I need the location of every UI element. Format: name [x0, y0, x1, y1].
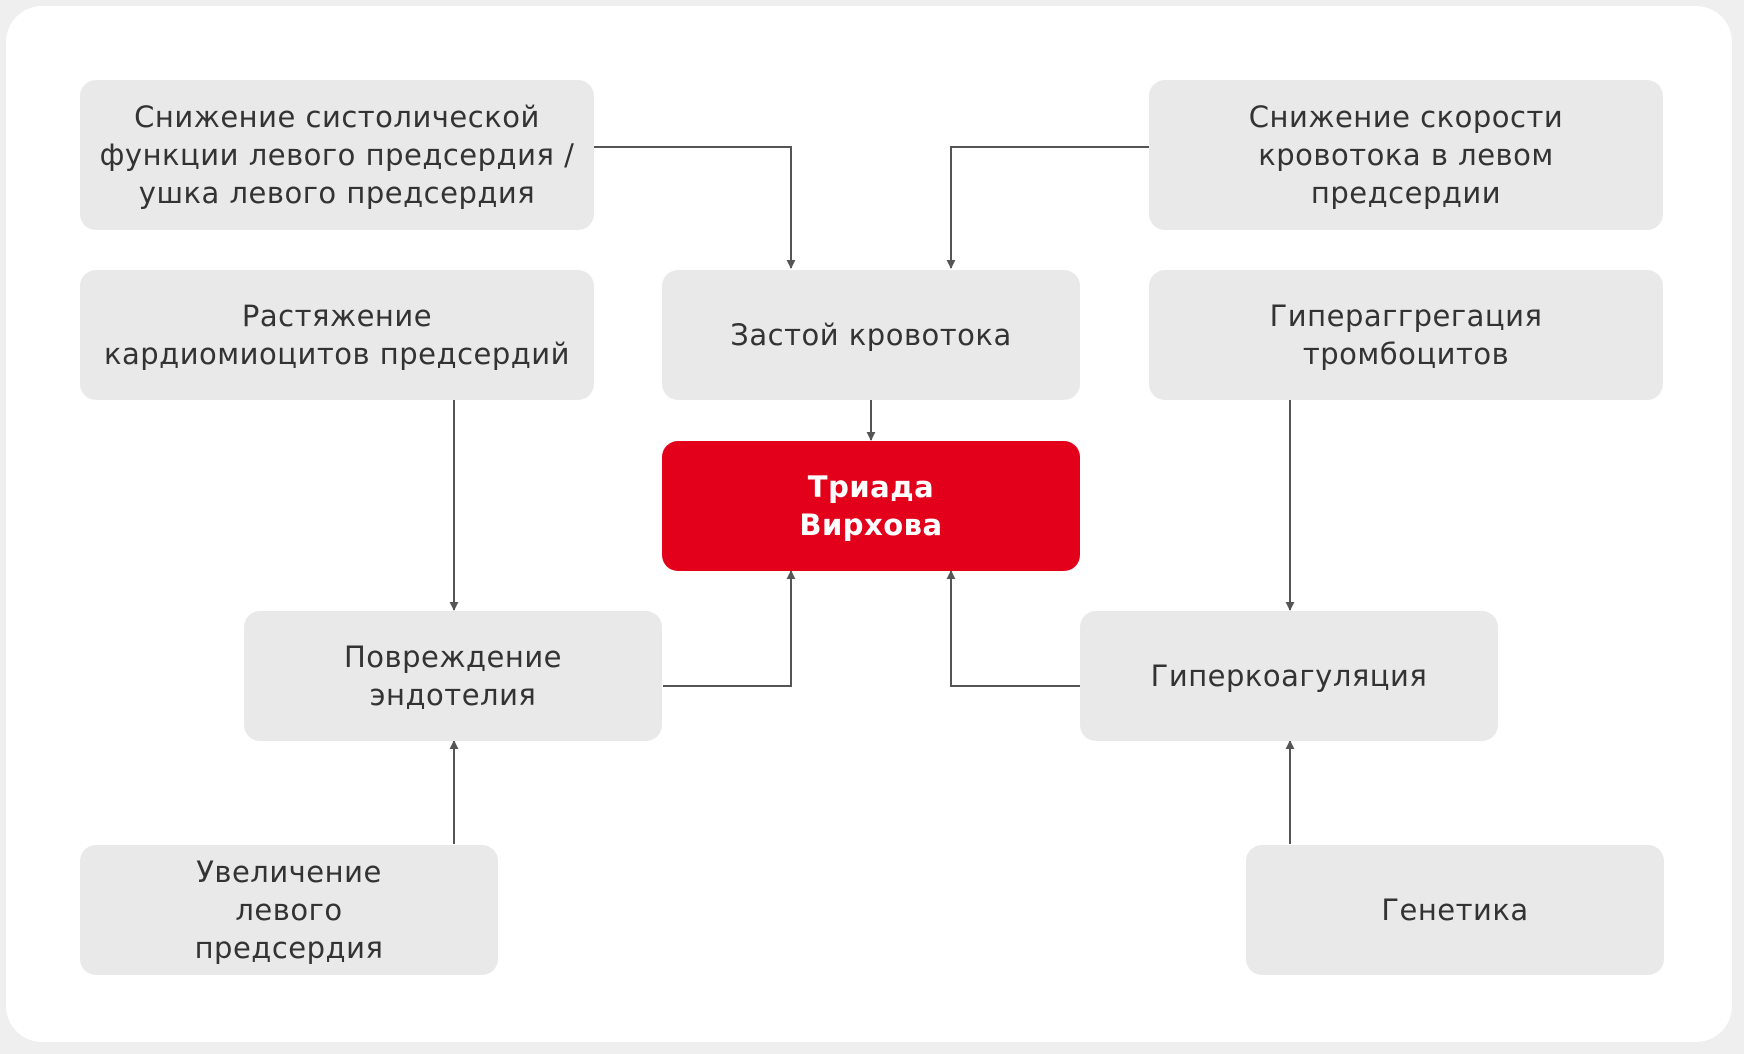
node-triad-label: Триада Вирхова: [799, 470, 943, 542]
node-systolic-label: Снижение систолической функции левого пр…: [99, 100, 575, 210]
node-stasis: Застой кровотока: [662, 270, 1080, 400]
node-hypercoagulation-label: Гиперкоагуляция: [1150, 659, 1428, 693]
node-hypercoagulation: Гиперкоагуляция: [1080, 611, 1498, 741]
node-flow-speed-label: Снижение скорости кровотока в левом пред…: [1248, 100, 1564, 210]
node-stasis-label: Застой кровотока: [730, 318, 1012, 352]
node-enlargement-label: Увеличение левого предсердия: [194, 855, 384, 965]
node-stretch-label: Растяжение кардиомиоцитов предсердий: [103, 299, 571, 371]
edge-hypercoagulation-to-triad: [946, 570, 1080, 687]
node-triad: Триада Вирхова: [662, 441, 1080, 571]
node-systolic: Снижение систолической функции левого пр…: [80, 80, 594, 230]
node-hyperaggregation-label: Гипераггрегация тромбоцитов: [1269, 299, 1543, 371]
edge-systolic-to-stasis: [594, 146, 796, 269]
node-endothelium: Повреждение эндотелия: [244, 611, 662, 741]
node-genetics: Генетика: [1246, 845, 1664, 975]
node-endothelium-label: Повреждение эндотелия: [343, 640, 563, 712]
node-genetics-label: Генетика: [1381, 893, 1529, 927]
node-enlargement: Увеличение левого предсердия: [80, 845, 498, 975]
node-hyperaggregation: Гипераггрегация тромбоцитов: [1149, 270, 1663, 400]
node-stretch: Растяжение кардиомиоцитов предсердий: [80, 270, 594, 400]
edge-flow-speed-to-stasis: [946, 146, 1149, 269]
node-flow-speed: Снижение скорости кровотока в левом пред…: [1149, 80, 1663, 230]
edge-endothelium-to-triad: [663, 570, 796, 687]
